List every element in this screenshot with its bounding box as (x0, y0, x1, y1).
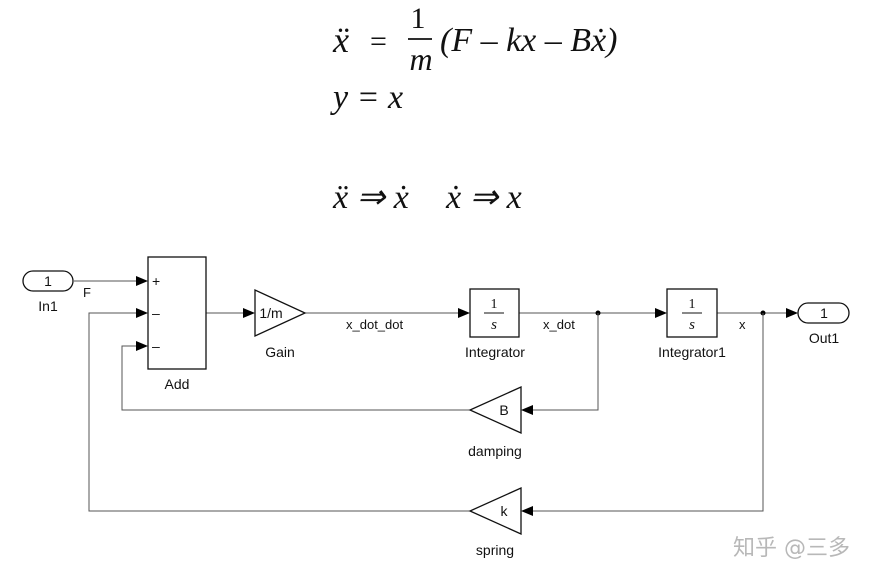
spring-block[interactable]: k spring (468, 486, 522, 558)
gain-block-shape[interactable] (254, 288, 307, 338)
wire-x-to-spring (533, 313, 764, 512)
arrow-gain-in (243, 308, 255, 318)
damping-block-label: damping (468, 443, 522, 459)
integrator-block-label: Integrator (465, 344, 525, 360)
integrator1-block-label: Integrator1 (658, 344, 726, 360)
damping-value: B (499, 402, 508, 418)
arrow-spring-in (521, 506, 533, 516)
add-block-shape[interactable] (147, 256, 207, 370)
integrator-denominator: s (491, 317, 497, 333)
eq-equals: = (370, 25, 387, 58)
out1-port-block[interactable]: 1 Out1 (797, 302, 850, 346)
integrator1-block[interactable]: 1 s Integrator1 (658, 288, 726, 360)
signal-label-x-dot: x_dot (543, 317, 575, 332)
arrow-add-in3 (136, 341, 148, 351)
integrator-block[interactable]: 1 s Integrator (465, 288, 525, 360)
wire-spring-to-add (88, 312, 470, 512)
integrator-numerator: 1 (491, 297, 498, 312)
arrow-add-in1 (136, 276, 148, 286)
signal-label-f: F (83, 285, 91, 300)
damping-block-shape[interactable] (468, 385, 522, 435)
wire-x-dot-to-damping (533, 313, 599, 411)
arrow-damping-in (521, 405, 533, 415)
out1-port-number: 1 (820, 305, 828, 321)
spring-block-label: spring (476, 542, 514, 558)
eq-rhs: (F – kx – Bẋ) (440, 22, 617, 59)
signal-lines (74, 276, 798, 516)
in1-port-block[interactable]: 1 In1 (22, 270, 74, 314)
gain-value: 1/m (259, 305, 282, 321)
arrow-add-in2 (136, 308, 148, 318)
out1-port-shape[interactable] (797, 302, 850, 324)
signal-label-x-dot-dot: x_dot_dot (346, 317, 403, 332)
eq-integration-2: ẋ ⇒ x (445, 179, 522, 216)
wire-damping-to-add (121, 345, 470, 411)
in1-port-label: In1 (38, 298, 58, 314)
add-block-label: Add (165, 376, 190, 392)
add-sign-1: + (152, 273, 160, 289)
add-sign-3: – (152, 338, 160, 354)
add-sign-2: – (152, 305, 160, 321)
eq-fraction-numerator: 1 (411, 2, 426, 35)
eq-integration-1: ẍ ⇒ ẋ (332, 179, 409, 216)
integrator1-numerator: 1 (689, 297, 696, 312)
out1-port-label: Out1 (809, 330, 840, 346)
eq-xddot: ẍ (332, 20, 349, 60)
in1-port-number: 1 (44, 273, 52, 289)
add-block[interactable]: + – – Add (147, 256, 207, 392)
arrow-integrator1-in (655, 308, 667, 318)
spring-value: k (501, 503, 509, 519)
integrator1-block-shape[interactable] (666, 288, 718, 338)
arrow-integrator-in (458, 308, 470, 318)
equation-block: ẍ = 1 m (F – kx – Bẋ) y = x ẍ ⇒ ẋ ẋ ⇒ x (330, 2, 617, 216)
damping-block[interactable]: B damping (468, 385, 522, 459)
signal-label-x: x (739, 317, 746, 332)
gain-block-label: Gain (265, 344, 295, 360)
eq-output: y = x (330, 79, 403, 116)
watermark: 知乎 @三多 (733, 536, 850, 561)
integrator1-denominator: s (689, 317, 695, 333)
gain-block[interactable]: 1/m Gain (254, 288, 307, 360)
in1-port-shape[interactable] (22, 270, 74, 292)
arrow-out1-in (786, 308, 798, 318)
spring-block-shape[interactable] (468, 486, 522, 536)
eq-fraction-denominator: m (409, 41, 432, 77)
